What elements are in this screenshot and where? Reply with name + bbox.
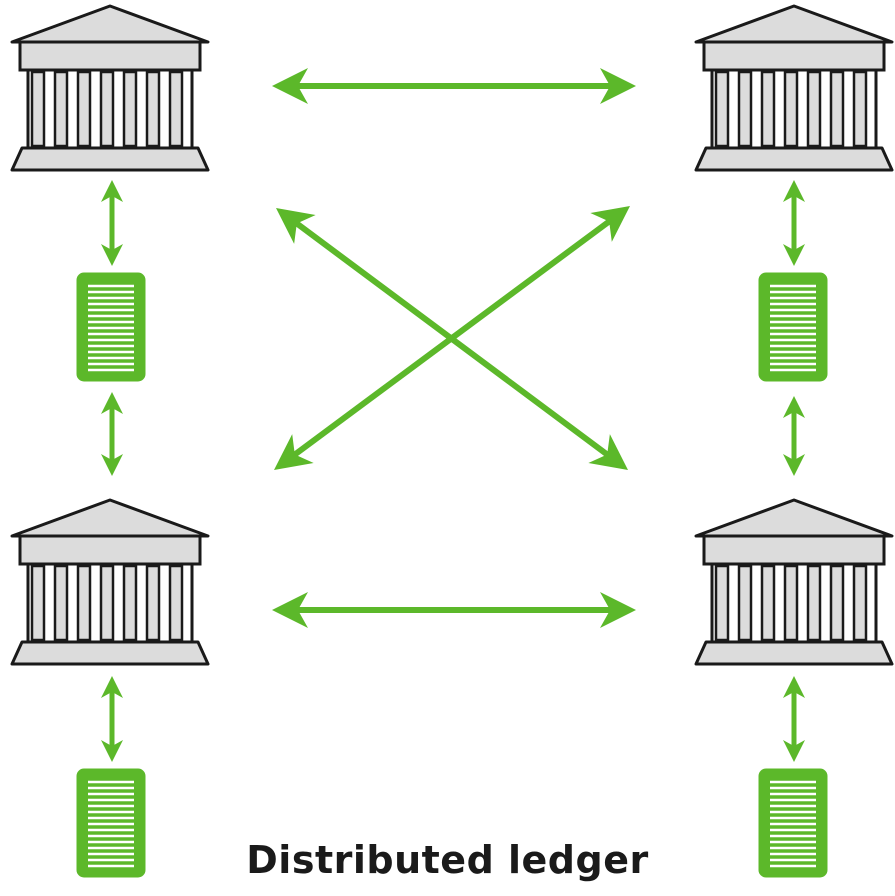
- double-arrow-icon: [101, 676, 123, 762]
- arrowhead-icon: [101, 676, 123, 698]
- double-arrow-icon: [274, 206, 630, 470]
- double-arrow-icon: [272, 592, 636, 628]
- double-arrow-icon: [272, 68, 636, 104]
- bank-icon: [694, 498, 894, 666]
- arrowhead-icon: [783, 180, 805, 202]
- bank-icon: [10, 4, 210, 172]
- arrowhead-icon: [590, 206, 630, 242]
- arrowhead-icon: [783, 396, 805, 418]
- arrowhead-icon: [101, 392, 123, 414]
- arrowhead-icon: [783, 454, 805, 476]
- arrowhead-icon: [783, 740, 805, 762]
- arrowhead-icon: [101, 244, 123, 266]
- connection-arrows: [101, 68, 805, 762]
- arrowhead-icon: [272, 68, 308, 104]
- arrowhead-icon: [101, 454, 123, 476]
- arrowhead-icon: [600, 68, 636, 104]
- arrowhead-icon: [783, 244, 805, 266]
- ledger-icon: [76, 272, 146, 382]
- arrow-shaft: [289, 216, 615, 460]
- arrowhead-icon: [588, 434, 628, 470]
- arrowhead-icon: [274, 434, 314, 470]
- arrowhead-icon: [272, 592, 308, 628]
- ledger-icon: [758, 272, 828, 382]
- arrowhead-icon: [276, 208, 316, 244]
- diagram-caption: Distributed ledger: [246, 838, 649, 882]
- arrowhead-icon: [101, 180, 123, 202]
- double-arrow-icon: [783, 396, 805, 476]
- bank-icon: [10, 498, 210, 666]
- bank-icon: [694, 4, 894, 172]
- double-arrow-icon: [783, 676, 805, 762]
- double-arrow-icon: [101, 180, 123, 266]
- double-arrow-icon: [101, 392, 123, 476]
- double-arrow-icon: [783, 180, 805, 266]
- arrowhead-icon: [101, 740, 123, 762]
- arrowhead-icon: [600, 592, 636, 628]
- arrowhead-icon: [783, 676, 805, 698]
